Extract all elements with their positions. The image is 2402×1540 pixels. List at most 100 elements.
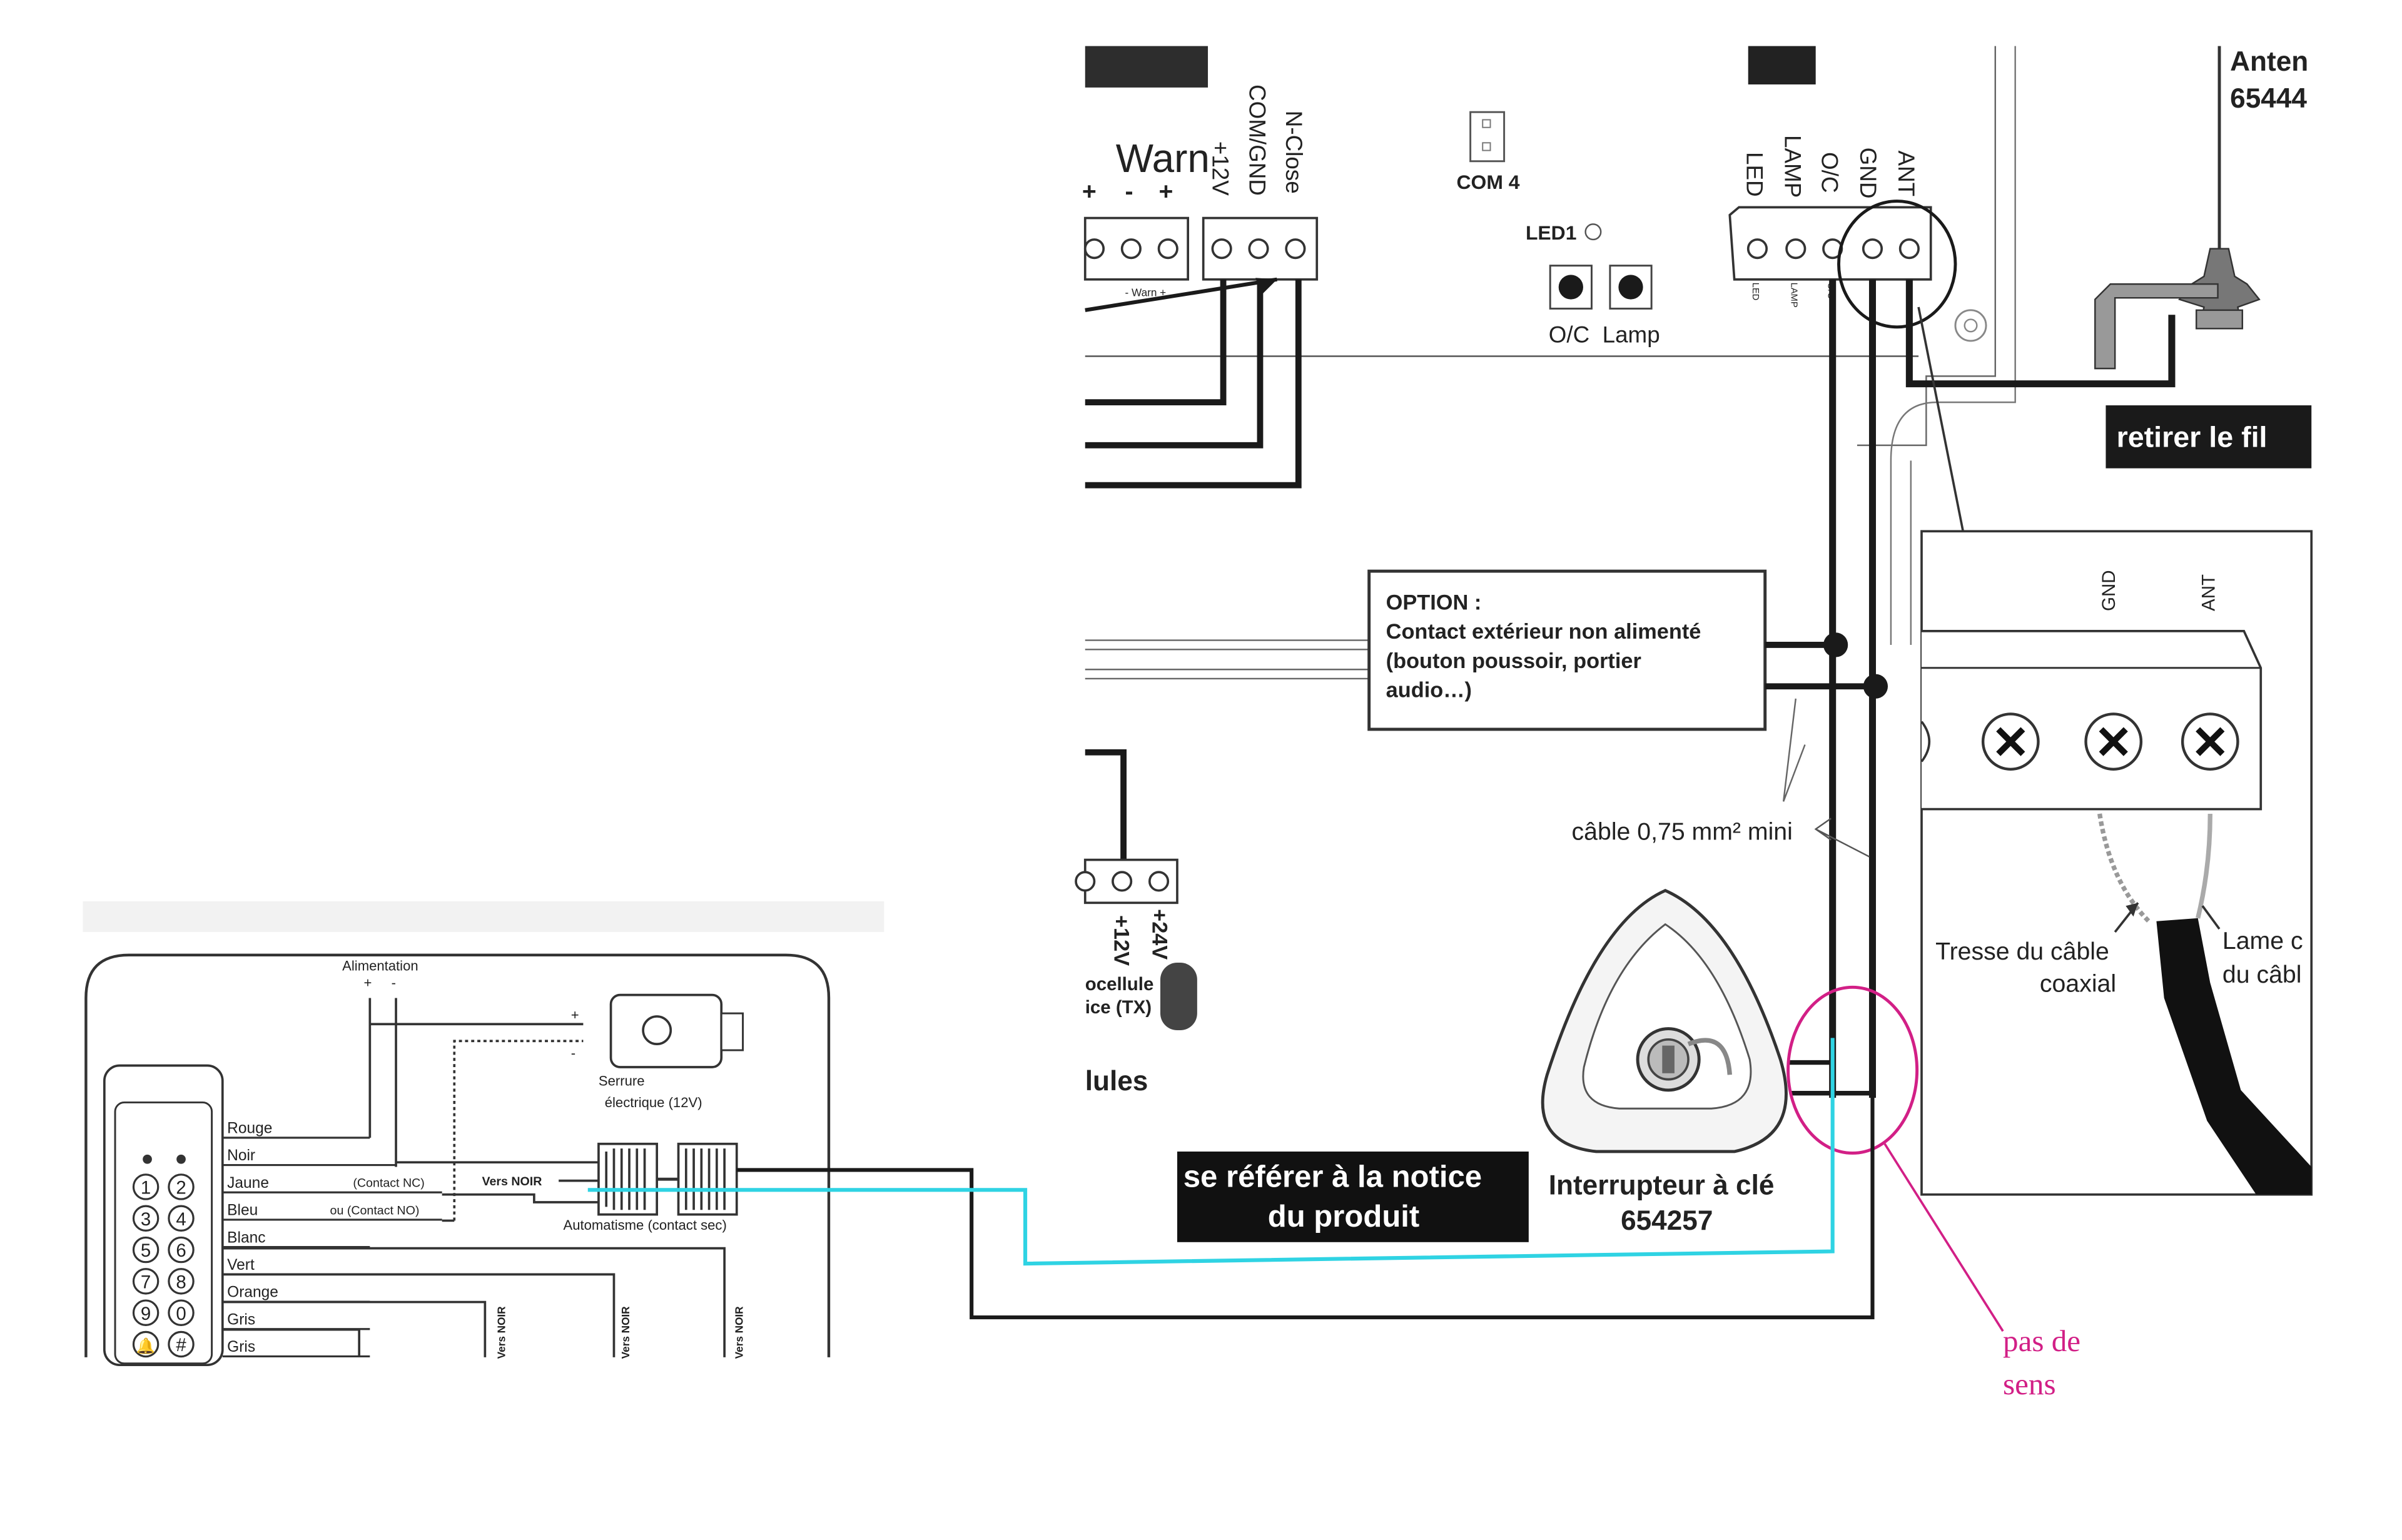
retirer-label-box bbox=[2106, 405, 2312, 469]
nclose-label: N-Close bbox=[1281, 111, 1307, 194]
cable-note: câble 0,75 mm² mini bbox=[1572, 818, 1793, 846]
wire-label: Blanc bbox=[227, 1229, 265, 1246]
lamp-sub-label: LAMP bbox=[1788, 283, 1798, 308]
warn-label: Warn bbox=[1116, 136, 1210, 181]
oc-terminal-label: O/C bbox=[1817, 152, 1843, 193]
keypad-key-label: 4 bbox=[176, 1209, 186, 1230]
led1-label: LED1 bbox=[1526, 221, 1577, 244]
keypad-key-label: 1 bbox=[141, 1177, 151, 1198]
keypad-key-label: 2 bbox=[176, 1177, 186, 1198]
zoom-ant-label: ANT bbox=[2199, 574, 2219, 611]
keypad-key bbox=[168, 1330, 195, 1358]
keypad-key bbox=[168, 1299, 195, 1326]
board-chip bbox=[1085, 46, 1209, 88]
ant-terminal-label: ANT bbox=[1893, 151, 1919, 197]
cellules-label: lules bbox=[1085, 1066, 1148, 1097]
keypad-key-label: 5 bbox=[141, 1240, 151, 1261]
alimentation-label: Alimentation bbox=[342, 958, 418, 973]
automatisme-label: Automatisme (contact sec) bbox=[563, 1217, 726, 1233]
zoom-gnd-label: GND bbox=[2099, 570, 2119, 611]
gnd-terminal-label: GND bbox=[1855, 148, 1881, 199]
coax-zoom: GND ANT Tresse du câble coaxial Lame c d… bbox=[1920, 530, 2313, 1196]
lame-label-2: du câbl bbox=[2222, 961, 2302, 988]
annotation-line-2: sens bbox=[2003, 1367, 2056, 1401]
option-line-3: audio…) bbox=[1386, 678, 1472, 702]
warn-plus-2: + bbox=[1159, 178, 1173, 205]
photocell-label-1: ocellule bbox=[1085, 974, 1154, 995]
serrure-label-1: Serrure bbox=[599, 1073, 645, 1088]
wire-label: Orange bbox=[227, 1284, 278, 1301]
led-sub-label: LED bbox=[1750, 283, 1760, 301]
com4-label: COM 4 bbox=[1457, 171, 1520, 193]
vers-noir-label: Vers NOIR bbox=[482, 1175, 542, 1188]
comgnd-label: COM/GND bbox=[1244, 84, 1270, 196]
vers-noir-vertical-3: Vers NOIR bbox=[733, 1306, 746, 1359]
wire-label: Rouge bbox=[227, 1120, 272, 1137]
keypad-key-label: 0 bbox=[176, 1304, 186, 1324]
notice-line-2: du produit bbox=[1268, 1200, 1420, 1234]
board-ic bbox=[1748, 46, 1816, 85]
wire-label: Gris bbox=[227, 1339, 255, 1355]
key-switch-name: Interrupteur à clé bbox=[1549, 1170, 1775, 1201]
option-line-2: (bouton poussoir, portier bbox=[1386, 649, 1641, 673]
keypad-key bbox=[168, 1205, 195, 1232]
antenna: Anten 65444 bbox=[2094, 46, 2308, 370]
notice-line-1: se référer à la notice bbox=[1183, 1160, 1482, 1193]
photocell-label-2: ice (TX) bbox=[1085, 997, 1152, 1018]
keypad-key-label: 🔔 bbox=[136, 1337, 156, 1355]
tresse-label-2: coaxial bbox=[2040, 970, 2116, 998]
lamp-label: Lamp bbox=[1603, 322, 1660, 347]
annotation-line-1: pas de bbox=[2003, 1324, 2080, 1358]
option-title: OPTION : bbox=[1386, 590, 1482, 614]
photocell-device bbox=[1160, 963, 1197, 1031]
lamp-terminal-label: LAMP bbox=[1780, 135, 1806, 198]
zoom-screws bbox=[1920, 712, 2239, 771]
warn-minus: - bbox=[1125, 178, 1133, 205]
keypad-key bbox=[132, 1205, 160, 1232]
keypad-key bbox=[132, 1330, 160, 1358]
wire-label: Bleu bbox=[227, 1202, 258, 1219]
lock-minus: - bbox=[571, 1045, 575, 1061]
keypad-key bbox=[168, 1173, 195, 1200]
wire-label: Gris bbox=[227, 1311, 255, 1328]
keypad-key bbox=[132, 1236, 160, 1264]
lame-label-1: Lame c bbox=[2222, 927, 2303, 955]
serrure-label-2: électrique (12V) bbox=[605, 1095, 702, 1110]
p12v-label: +12V bbox=[1207, 141, 1233, 196]
led-label: LED bbox=[1741, 152, 1767, 197]
automatisme-connector bbox=[597, 1142, 738, 1216]
gnd-ant-highlight bbox=[1837, 200, 1957, 329]
oc-label: O/C bbox=[1549, 322, 1589, 347]
antenna-title: Anten bbox=[2230, 46, 2308, 77]
cyan-wire bbox=[587, 1038, 1835, 1266]
keypad-key-label: 9 bbox=[141, 1304, 151, 1324]
antenna-ref: 65444 bbox=[2230, 83, 2307, 114]
wire-label: Noir bbox=[227, 1147, 255, 1164]
key-switch: Interrupteur à clé 654257 bbox=[1541, 889, 1788, 1236]
wire-label: Vert bbox=[227, 1257, 255, 1274]
keypad-key bbox=[168, 1236, 195, 1264]
keypad-key bbox=[132, 1299, 160, 1326]
bottom-p24v-label: +24V bbox=[1148, 909, 1172, 960]
terminal-screws-warn bbox=[1083, 238, 1178, 260]
keypad-key bbox=[132, 1173, 160, 1200]
alim-minus: - bbox=[392, 975, 396, 990]
option-box: OPTION : Contact extérieur non alimenté … bbox=[1367, 569, 1888, 802]
magenta-highlight bbox=[1786, 985, 1919, 1155]
keypad-key-label: 3 bbox=[141, 1209, 151, 1230]
warn-sub-label: - Warn + bbox=[1125, 286, 1167, 299]
tresse-label-1: Tresse du câble bbox=[1935, 938, 2109, 965]
keypad-key bbox=[168, 1268, 195, 1295]
keypad-key-label: 6 bbox=[176, 1240, 186, 1261]
retirer-label: retirer le fil bbox=[2117, 420, 2268, 453]
lock-plus: + bbox=[571, 1007, 579, 1023]
vers-noir-vertical-1: Vers NOIR bbox=[495, 1306, 507, 1359]
contact-nc-label: (Contact NC) bbox=[353, 1176, 424, 1190]
notice-box bbox=[1177, 1151, 1529, 1242]
keypad-key-label: 7 bbox=[141, 1272, 151, 1292]
option-line-1: Contact extérieur non alimenté bbox=[1386, 620, 1701, 644]
wire-label: Jaune bbox=[227, 1175, 269, 1192]
